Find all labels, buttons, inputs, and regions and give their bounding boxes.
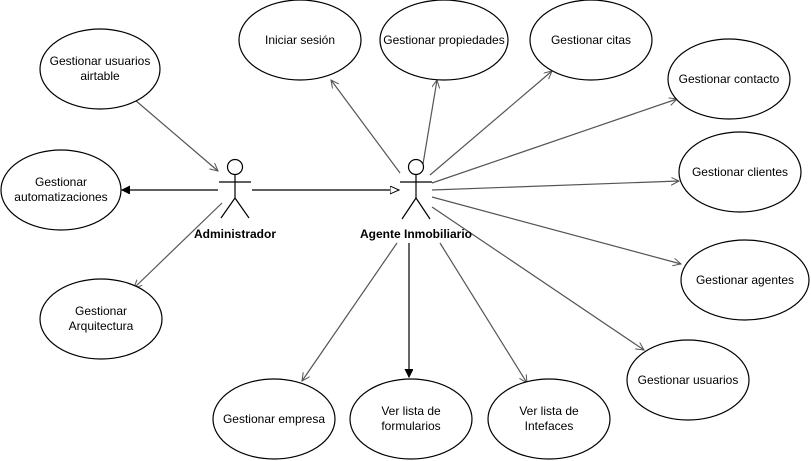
use-case-gestionar-clientes[interactable] <box>678 131 802 213</box>
use-case-gestionar-citas[interactable] <box>529 0 653 81</box>
label-gestionar-usuarios-airtable-1: Gestionar usuarios <box>50 54 151 68</box>
label-gestionar-clientes: Gestionar clientes <box>692 165 788 179</box>
actor-head <box>407 158 425 176</box>
use-case-ver-intefaces[interactable] <box>487 378 611 460</box>
actor-administrador[interactable] <box>219 158 251 219</box>
edge-agent-to-clientes <box>431 181 679 191</box>
edge-agent-to-intefaces <box>439 242 527 383</box>
actor-head <box>226 158 244 176</box>
label-gestionar-contacto: Gestionar contacto <box>679 72 780 86</box>
edge-agent-to-propiedades <box>421 80 437 171</box>
label-ver-formularios-1: Ver lista de <box>381 404 441 418</box>
label-gestionar-citas: Gestionar citas <box>551 33 631 47</box>
use-case-gestionar-agentes[interactable] <box>680 239 810 321</box>
use-case-gestionar-propiedades[interactable] <box>379 0 509 81</box>
edge-agent-to-usuarios <box>431 206 644 350</box>
use-case-gestionar-automatizaciones[interactable] <box>0 149 122 231</box>
use-case-gestionar-contacto[interactable] <box>667 38 791 120</box>
edge-agent-to-iniciar-sesion <box>331 80 401 174</box>
use-case-gestionar-arquitectura[interactable] <box>39 278 163 360</box>
label-gestionar-usuarios: Gestionar usuarios <box>638 373 739 387</box>
label-ver-intefaces-2: Intefaces <box>525 419 574 433</box>
use-case-iniciar-sesion[interactable] <box>238 0 362 81</box>
label-ver-intefaces-1: Ver lista de <box>519 404 579 418</box>
label-gestionar-agentes: Gestionar agentes <box>696 273 794 287</box>
use-case-ver-formularios[interactable] <box>349 378 473 460</box>
actor-leg-right <box>415 197 431 220</box>
label-iniciar-sesion: Iniciar sesión <box>265 33 335 47</box>
actor-leg-left <box>401 197 417 220</box>
actor-leg-right <box>234 197 250 219</box>
label-gestionar-automatizaciones-2: automatizaciones <box>14 190 107 204</box>
edge-agent-to-contacto <box>431 99 677 184</box>
actor-label-administrador: Administrador <box>194 227 276 241</box>
use-case-gestionar-empresa[interactable] <box>212 378 336 460</box>
use-case-gestionar-usuarios[interactable] <box>626 339 750 421</box>
edge-airtable-to-admin <box>134 99 218 171</box>
use-case-labels: Gestionar usuarios airtable Gestionar au… <box>14 33 794 433</box>
use-case-gestionar-usuarios-airtable[interactable] <box>39 28 161 110</box>
edge-admin-to-arquitectura <box>134 202 223 288</box>
connectors <box>122 71 681 383</box>
actor-leg-left <box>220 197 236 219</box>
label-gestionar-automatizaciones-1: Gestionar <box>35 175 87 189</box>
edge-agent-to-empresa <box>302 242 398 381</box>
label-gestionar-arquitectura-1: Gestionar <box>75 304 127 318</box>
label-ver-formularios-2: formularios <box>381 419 440 433</box>
label-gestionar-usuarios-airtable-2: airtable <box>80 69 120 83</box>
actor-agente-inmobiliario[interactable] <box>400 158 432 220</box>
label-gestionar-arquitectura-2: Arquitectura <box>69 319 134 333</box>
actor-label-agente: Agente Inmobiliario <box>360 227 472 241</box>
edge-agent-to-citas <box>429 71 552 176</box>
edge-agent-to-agentes <box>431 196 681 264</box>
label-gestionar-propiedades: Gestionar propiedades <box>383 33 504 47</box>
label-gestionar-empresa: Gestionar empresa <box>223 412 325 426</box>
